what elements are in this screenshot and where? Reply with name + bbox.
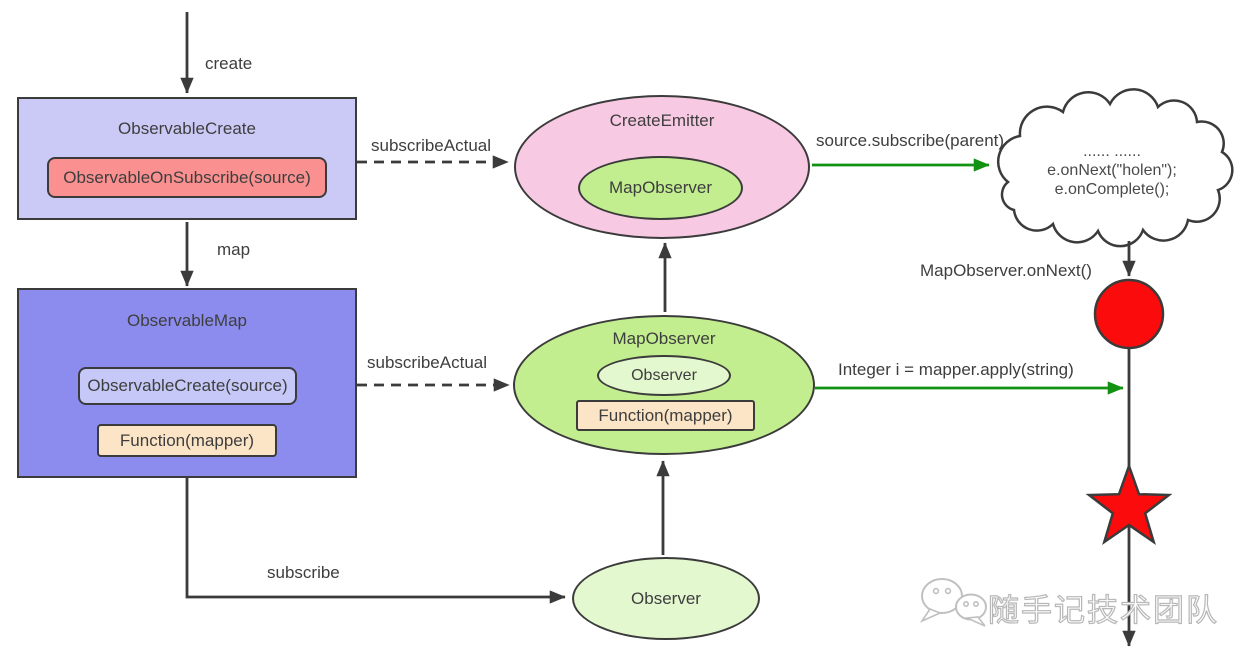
wechat-icon xyxy=(919,578,987,627)
map-observer-title: MapObserver xyxy=(612,329,716,348)
cloud-line-dots: ...... ...... xyxy=(1083,143,1141,160)
watermark-text: 随手记技术团队 xyxy=(987,592,1219,628)
map-observer-function-chip: Function(mapper) xyxy=(576,400,755,431)
arrow-subscribe xyxy=(185,478,566,604)
observable-on-subscribe-chip: ObservableOnSubscribe(source) xyxy=(47,157,327,198)
label-mapobserver-onnext: MapObserver.onNext() xyxy=(920,261,1092,280)
label-source-subscribe: source.subscribe(parent) xyxy=(816,131,1005,150)
create-emitter-title: CreateEmitter xyxy=(609,111,715,130)
label-subscribe-actual-top: subscribeActual xyxy=(371,136,492,155)
map-observer-inner-ellipse: Observer xyxy=(597,355,731,396)
cloud-line-oncomplete: e.onComplete(); xyxy=(1054,181,1170,198)
observable-create-source-chip: ObservableCreate(source) xyxy=(78,367,297,405)
cloud-shape xyxy=(996,88,1234,248)
cloud-code-text: ...... ...... e.onNext("holen"); e.onCom… xyxy=(1022,142,1202,199)
label-mapper-apply: Integer i = mapper.apply(string) xyxy=(838,360,1074,379)
cloud-line-onnext: e.onNext("holen"); xyxy=(1047,162,1177,179)
emission-dot xyxy=(1093,278,1165,350)
function-mapper-chip: Function(mapper) xyxy=(97,424,277,457)
observable-create-title: ObservableCreate xyxy=(118,119,256,138)
observable-map-title: ObservableMap xyxy=(126,311,247,330)
create-emitter-inner-ellipse: MapObserver xyxy=(578,156,743,220)
label-create: create xyxy=(205,54,253,73)
label-subscribe-actual-bottom: subscribeActual xyxy=(367,353,488,372)
label-map: map xyxy=(217,240,251,259)
observer-ellipse: Observer xyxy=(572,557,760,640)
emission-star xyxy=(1085,462,1173,546)
label-subscribe: subscribe xyxy=(267,563,340,582)
